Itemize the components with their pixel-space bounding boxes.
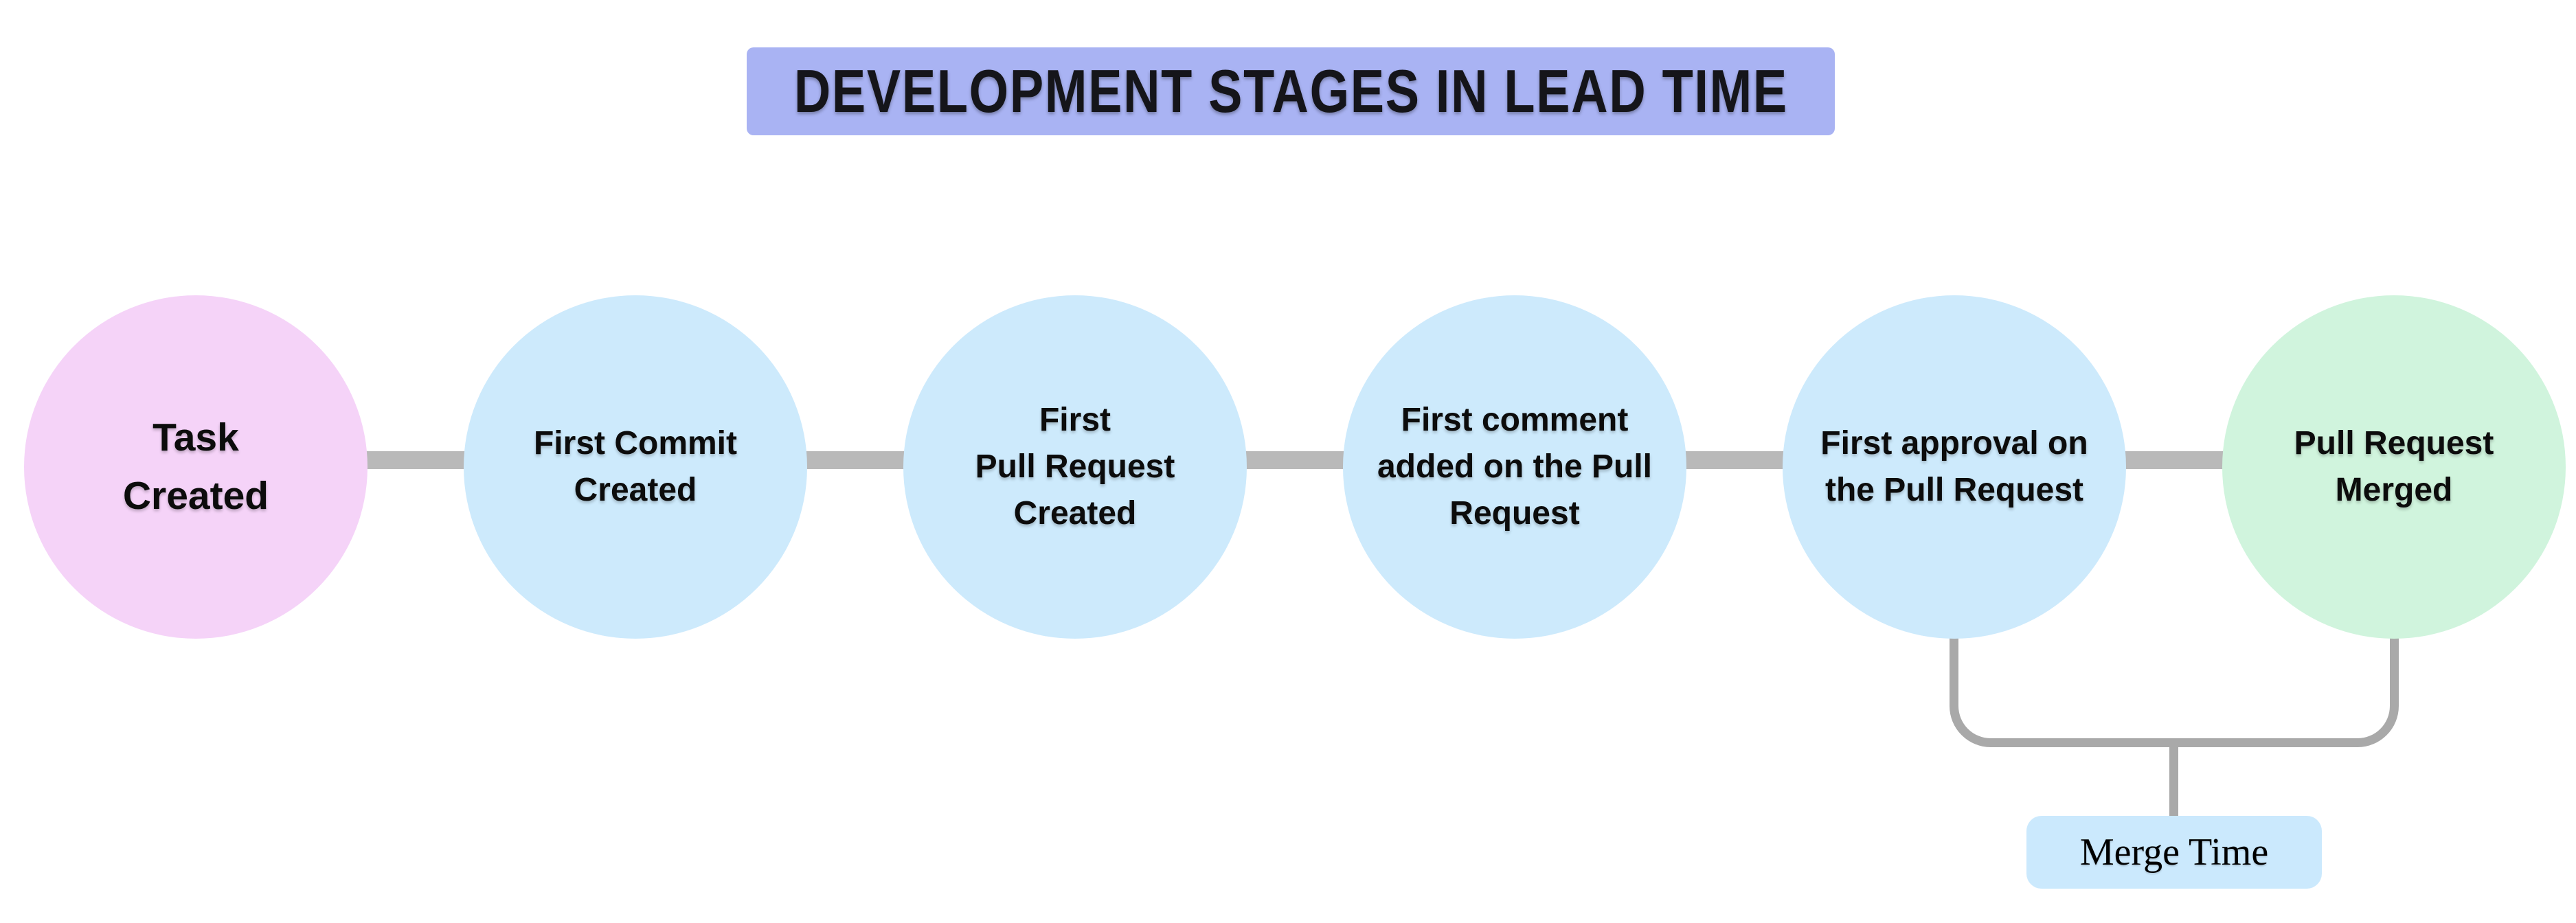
merge-time-stem <box>2169 738 2178 816</box>
stage-label: First Commit Created <box>533 424 737 508</box>
page-title: DEVELOPMENT STAGES IN LEAD TIME <box>793 57 1788 125</box>
stage-label: First Pull Request Created <box>975 401 1175 532</box>
stage-first-approval: First approval on the Pull Request <box>1783 295 2126 639</box>
stage-label: Task Created <box>122 415 269 519</box>
merge-time-label: Merge Time <box>2079 831 2269 874</box>
merge-time-label-box: Merge Time <box>2026 816 2322 889</box>
title-banner: DEVELOPMENT STAGES IN LEAD TIME <box>747 47 1835 135</box>
stage-task-created: Task Created <box>24 295 368 639</box>
stage-label: First comment added on the Pull Request <box>1377 401 1652 532</box>
stage-label: Pull Request Merged <box>2294 424 2494 508</box>
stage-pull-request-merged: Pull Request Merged <box>2222 295 2566 639</box>
stage-first-pull-request-created: First Pull Request Created <box>903 295 1247 639</box>
stage-first-commit-created: First Commit Created <box>464 295 807 639</box>
stage-first-comment-added: First comment added on the Pull Request <box>1343 295 1686 639</box>
merge-time-bracket <box>1950 630 2399 747</box>
stage-label: First approval on the Pull Request <box>1820 424 2088 508</box>
